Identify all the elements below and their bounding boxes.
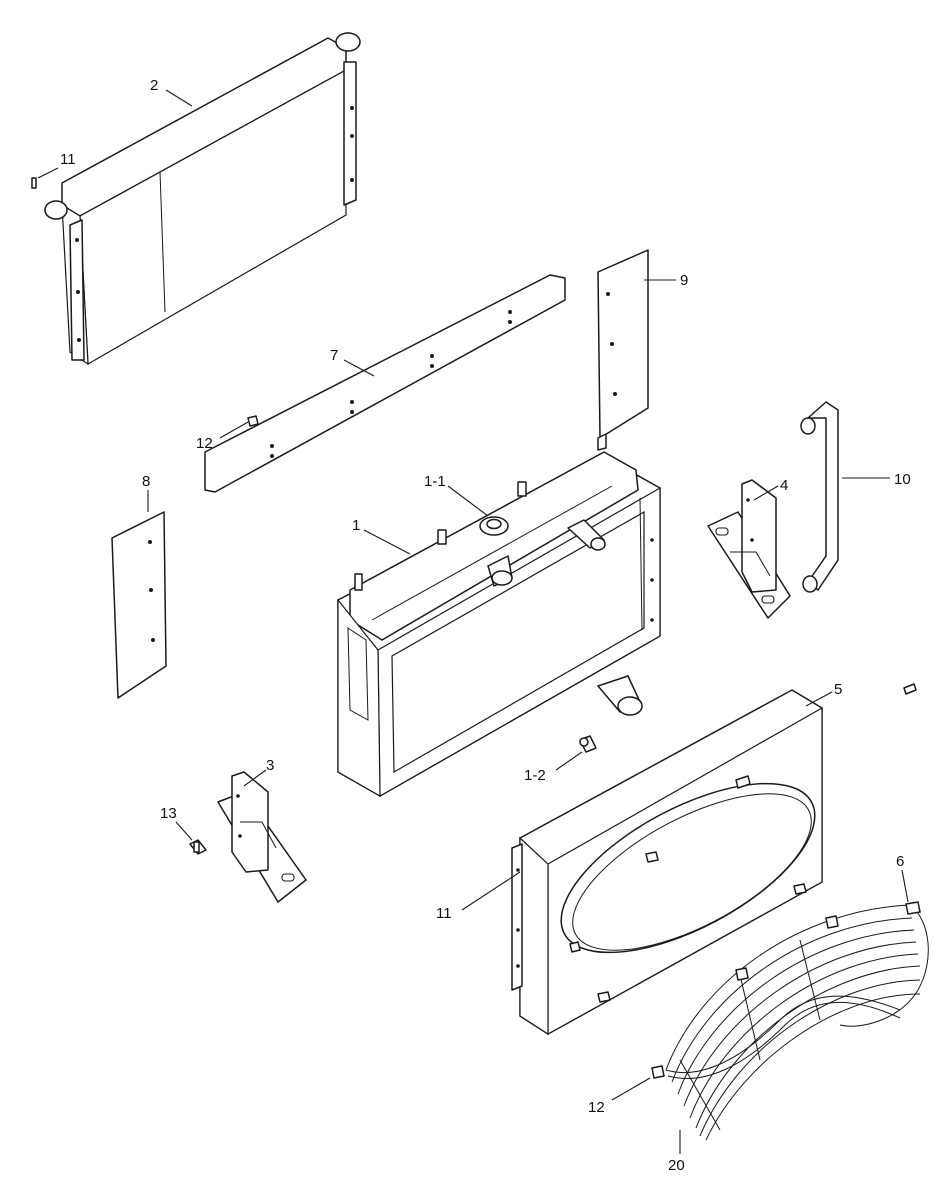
callout-3: 3 <box>266 757 274 774</box>
fitting-part-1-2 <box>579 735 597 753</box>
callout-12-mid: 12 <box>196 435 213 452</box>
pin-part-11 <box>31 177 37 189</box>
fan-guard-part-6 <box>651 901 929 1141</box>
callout-20: 20 <box>668 1157 685 1174</box>
hose-part-10 <box>800 401 839 593</box>
small-bolt-right <box>903 683 917 695</box>
side-plate-part-9 <box>597 249 649 451</box>
oil-cooler-part-2 <box>44 32 361 366</box>
callout-5: 5 <box>834 681 842 698</box>
bolt-part-13 <box>189 839 207 855</box>
callout-11-lower: 11 <box>436 905 452 922</box>
callout-12-lower: 12 <box>588 1099 605 1116</box>
radiator-part-1 <box>337 451 661 798</box>
callout-1-1: 1-1 <box>424 473 446 490</box>
callout-1-2: 1-2 <box>524 767 546 784</box>
bracket-part-4 <box>707 479 791 619</box>
callout-9: 9 <box>680 272 688 289</box>
bolt-part-12 <box>247 415 259 427</box>
leader-lines <box>37 89 909 1154</box>
callout-1: 1 <box>352 517 360 534</box>
callout-labels: 2 11 9 7 12 8 1-1 1 10 4 5 1-2 3 13 11 6… <box>60 77 911 1174</box>
fan-shroud-part-5 <box>511 689 823 1036</box>
callout-11-top: 11 <box>60 151 76 168</box>
top-strip-part-7 <box>204 274 566 493</box>
callout-4: 4 <box>780 477 788 494</box>
callout-6: 6 <box>896 853 904 870</box>
side-plate-part-8 <box>111 511 167 699</box>
callout-7: 7 <box>330 347 338 364</box>
callout-10: 10 <box>894 471 911 488</box>
bracket-part-3 <box>217 771 307 903</box>
callout-13: 13 <box>160 805 177 822</box>
callout-2: 2 <box>150 77 158 94</box>
callout-8: 8 <box>142 473 150 490</box>
